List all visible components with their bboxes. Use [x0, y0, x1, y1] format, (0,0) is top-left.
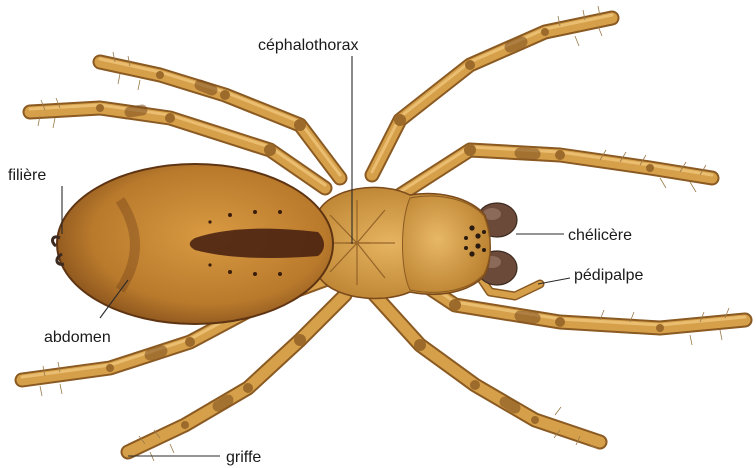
cephalothorax-shape [308, 187, 490, 298]
label-pedipalpe: pédipalpe [574, 267, 644, 284]
label-cephalothorax: céphalothorax [258, 37, 359, 54]
label-griffe: griffe [226, 449, 261, 466]
label-abdomen: abdomen [44, 329, 111, 346]
label-chelicere: chélicère [568, 227, 632, 244]
abdomen-shape [57, 164, 333, 324]
label-filiere: filière [8, 167, 46, 184]
